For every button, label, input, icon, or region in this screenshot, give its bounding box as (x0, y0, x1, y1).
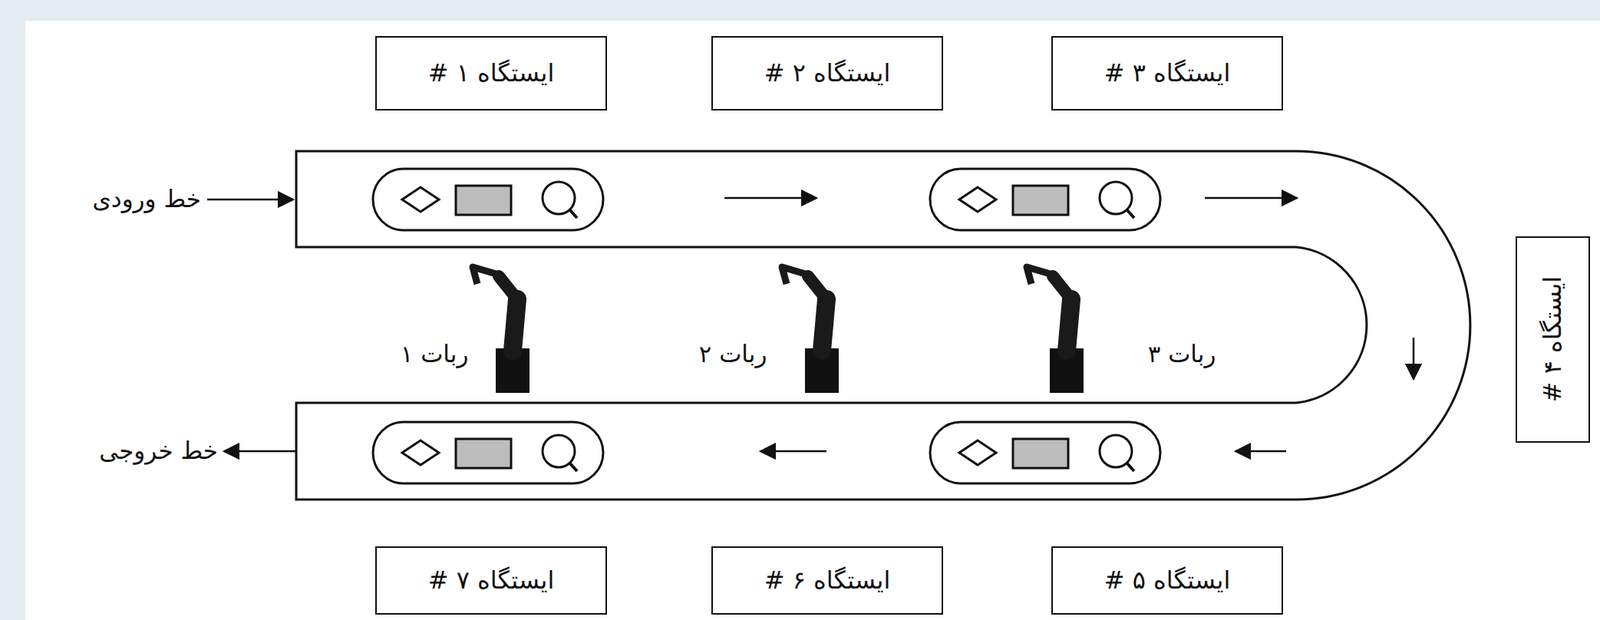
robot-upper-link (498, 276, 518, 300)
round-part-tail (1126, 209, 1135, 218)
robot-arm (1026, 267, 1084, 393)
pallet-outline (372, 422, 604, 484)
diamond-part (402, 440, 439, 466)
block-part (1012, 185, 1069, 215)
block-part (455, 438, 512, 469)
flow-arrow (724, 197, 817, 200)
line-label: خط ورودی (91, 184, 203, 214)
block-part (455, 185, 512, 215)
station-box: ایستگاه ۷ # (375, 546, 608, 615)
station-name: ایستگاه ۱ # (428, 58, 555, 88)
pallet (372, 422, 604, 484)
robot-label: ربات ۳ (1146, 339, 1218, 369)
round-part-tail (1126, 462, 1135, 472)
pallet (930, 168, 1161, 231)
station-name: ایستگاه ۲ # (764, 58, 891, 88)
round-part-tail (569, 209, 578, 218)
flow-arrow (760, 450, 827, 453)
diamond-part (959, 440, 997, 466)
station-box: ایستگاه ۵ # (1051, 546, 1284, 615)
robot-label: ربات ۲ (697, 339, 769, 369)
station-box: ایستگاه ۲ # (711, 36, 944, 111)
station-box: ایستگاه ۴ # (1515, 236, 1591, 443)
robot-gripper (1026, 267, 1053, 284)
robot-lower-link (821, 299, 827, 351)
flow-arrow (1235, 450, 1287, 453)
diamond-part (959, 187, 997, 212)
station-box: ایستگاه ۱ # (375, 36, 608, 111)
pallet-outline (930, 422, 1161, 484)
robot-upper-link (1052, 276, 1072, 300)
pallet-outline (372, 168, 604, 231)
flow-arrow (1412, 337, 1416, 380)
robot-gripper (781, 267, 809, 284)
pallet (930, 422, 1161, 484)
robot-arm (472, 267, 530, 393)
flow-arrow (224, 450, 297, 453)
block-part (1012, 438, 1069, 469)
diamond-part (402, 187, 439, 212)
station-name: ایستگاه ۴ # (1537, 276, 1568, 403)
panel (25, 20, 1600, 620)
flow-arrow (1204, 197, 1297, 200)
conveyor-belt (296, 151, 1471, 500)
robot-gripper (472, 267, 499, 284)
station-name: ایستگاه ۳ # (1104, 58, 1231, 88)
round-part-tail (569, 462, 578, 472)
station-box: ایستگاه ۳ # (1051, 36, 1284, 111)
station-name: ایستگاه ۶ # (764, 565, 891, 595)
station-box: ایستگاه ۶ # (711, 546, 944, 615)
line-label: خط خروجی (97, 436, 220, 466)
robot-lower-link (1066, 299, 1072, 351)
station-name: ایستگاه ۷ # (428, 565, 555, 595)
station-name: ایستگاه ۵ # (1104, 565, 1231, 595)
robot-lower-link (512, 299, 518, 351)
pallet (372, 168, 604, 231)
pallet-outline (930, 168, 1161, 231)
robot-label: ربات ۱ (399, 339, 471, 369)
robot-upper-link (808, 276, 827, 300)
robot-arm (781, 267, 839, 393)
flow-arrow (207, 198, 294, 202)
